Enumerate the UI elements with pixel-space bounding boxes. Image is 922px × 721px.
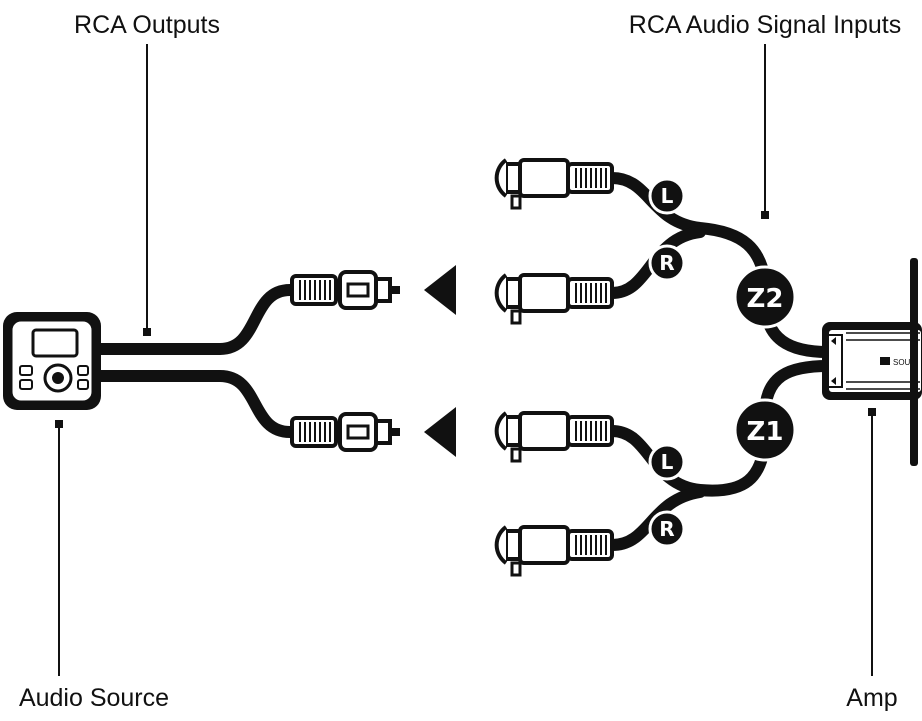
label-audio-source: Audio Source <box>19 684 169 712</box>
rca-jack-icon <box>494 158 614 210</box>
svg-text:Z1: Z1 <box>747 417 784 447</box>
rca-output-cables <box>94 284 296 438</box>
badge-l-top: L <box>648 177 686 215</box>
label-rca-audio-signal-inputs: RCA Audio Signal Inputs <box>629 11 901 39</box>
rca-input-cables <box>606 172 834 551</box>
rca-plug-icon <box>290 412 402 452</box>
leader-lines <box>55 44 876 676</box>
svg-text:L: L <box>661 184 674 208</box>
svg-text:R: R <box>659 517 674 541</box>
rca-jack-icon <box>494 525 614 577</box>
badge-r-top: R <box>648 244 686 282</box>
badge-l-bottom: L <box>648 443 686 481</box>
rca-jack-icon <box>494 273 614 325</box>
svg-text:L: L <box>661 450 674 474</box>
badge-z1: Z1 <box>733 398 797 462</box>
badge-z2: Z2 <box>733 265 797 329</box>
svg-text:SOUN: SOUN <box>893 358 916 367</box>
svg-text:R: R <box>659 251 674 275</box>
badge-r-bottom: R <box>648 510 686 548</box>
label-rca-outputs: RCA Outputs <box>74 11 220 39</box>
arrow-left-icon <box>424 265 456 315</box>
rca-jack-icon <box>494 411 614 463</box>
rca-plug-icon <box>290 270 402 310</box>
arrow-left-icon <box>424 407 456 457</box>
amplifier-icon: SOUN <box>822 258 922 466</box>
audio-source-head-unit-icon <box>3 312 101 410</box>
label-amp: Amp <box>846 684 897 712</box>
svg-text:Z2: Z2 <box>747 284 784 314</box>
